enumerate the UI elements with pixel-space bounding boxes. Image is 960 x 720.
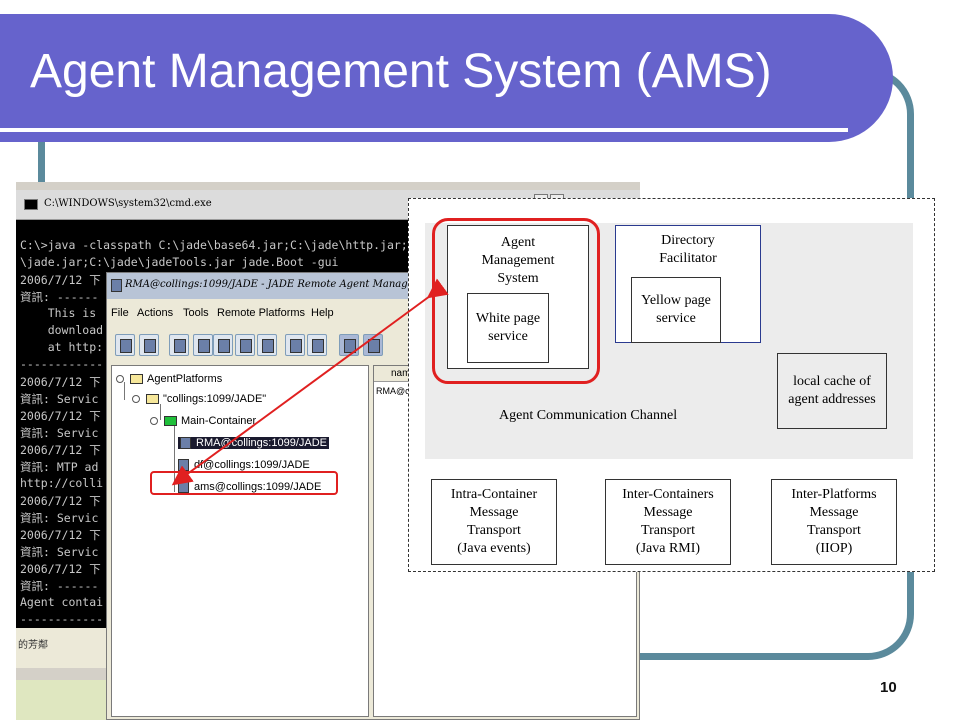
- df-label: Directory Facilitator: [659, 233, 717, 266]
- console-line: \jade.jar;C:\jade\jadeTools.jar jade.Boo…: [20, 255, 339, 269]
- menu-remote-platforms[interactable]: Remote Platforms: [217, 307, 306, 319]
- console-line: download: [20, 323, 104, 337]
- tree-label: RMA@collings:1099/JADE: [196, 437, 327, 449]
- menu-file[interactable]: File: [111, 307, 129, 319]
- console-line: This is: [20, 306, 97, 320]
- log-manager-icon[interactable]: [363, 334, 383, 356]
- intra-container-box: Intra-Container Message Transport (Java …: [431, 479, 557, 565]
- jade-icon: [111, 279, 122, 292]
- tree-toggle-icon[interactable]: [150, 417, 158, 426]
- inter-platforms-label: Inter-Platforms Message Transport (IIOP): [791, 487, 877, 556]
- slide-title: Agent Management System (AMS): [30, 45, 772, 98]
- inter-platforms-box: Inter-Platforms Message Transport (IIOP): [771, 479, 897, 565]
- ams-highlight: [432, 218, 600, 384]
- kill-agent-icon[interactable]: [139, 334, 159, 356]
- send-message-icon[interactable]: [257, 334, 277, 356]
- tree-toggle-icon[interactable]: [132, 395, 140, 404]
- console-line: 資訊: ------: [20, 290, 99, 304]
- console-line: C:\>java -classpath C:\jade\base64.jar;C…: [20, 238, 429, 252]
- console-line: 資訊: Servic: [20, 426, 99, 440]
- menu-actions[interactable]: Actions: [137, 307, 174, 319]
- inter-containers-box: Inter-Containers Message Transport (Java…: [605, 479, 731, 565]
- folder-icon: [130, 374, 143, 385]
- tree-label: AgentPlatforms: [147, 373, 223, 385]
- console-line: ------------: [20, 357, 104, 371]
- console-line: 資訊: Servic: [20, 392, 99, 406]
- container-folder-icon: [164, 416, 177, 427]
- suspend-agent-icon[interactable]: [169, 334, 189, 356]
- acc-area: [425, 375, 765, 459]
- cmd-window-title: C:\WINDOWS\system32\cmd.exe: [44, 198, 212, 209]
- sniffer-icon[interactable]: [285, 334, 305, 356]
- agent-icon: [178, 459, 189, 472]
- tree-connector: [124, 382, 125, 400]
- resume-agent-icon[interactable]: [193, 334, 213, 356]
- tree-node-platform[interactable]: "collings:1099/JADE": [132, 390, 266, 408]
- tree-label: "collings:1099/JADE": [163, 393, 267, 405]
- console-line: 2006/7/12 下: [20, 494, 101, 508]
- agent-tree: AgentPlatforms "collings:1099/JADE" Main…: [111, 365, 369, 717]
- title-rule: [0, 128, 848, 132]
- acc-label: Agent Communication Channel: [499, 408, 678, 423]
- tree-node-agentplatforms[interactable]: AgentPlatforms: [116, 370, 222, 388]
- yellow-page-label: Yellow page service: [641, 293, 711, 326]
- ams-label: Agent Management System: [481, 235, 555, 286]
- white-page-box: White page service: [467, 293, 549, 363]
- console-line: 2006/7/12 下: [20, 409, 101, 423]
- introspector-icon[interactable]: [307, 334, 327, 356]
- console-line: at http:: [20, 340, 104, 354]
- inter-containers-label: Inter-Containers Message Transport (Java…: [622, 487, 714, 556]
- console-line: 2006/7/12 下: [20, 443, 101, 457]
- agent-icon: [180, 437, 191, 450]
- tree-label: df@collings:1099/JADE: [194, 459, 310, 471]
- local-cache-box: local cache of agent addresses: [777, 353, 887, 429]
- intra-container-label: Intra-Container Message Transport (Java …: [450, 487, 538, 556]
- clone-agent-icon[interactable]: [235, 334, 255, 356]
- ams-agent-highlight: [150, 471, 338, 495]
- console-line: Agent contai: [20, 595, 104, 609]
- tree-node-rma-agent[interactable]: RMA@collings:1099/JADE: [178, 434, 329, 452]
- console-icon: [24, 199, 38, 210]
- console-line: 資訊: Servic: [20, 511, 99, 525]
- local-cache-label: local cache of agent addresses: [788, 374, 876, 407]
- taskbar-label: 的芳鄰: [18, 640, 48, 651]
- console-line: 2006/7/12 下: [20, 528, 101, 542]
- migrate-agent-icon[interactable]: [213, 334, 233, 356]
- white-page-label: White page service: [475, 311, 541, 344]
- console-line: 2006/7/12 下: [20, 273, 101, 287]
- console-line: 資訊: MTP ad: [20, 460, 99, 474]
- tree-toggle-icon[interactable]: [116, 375, 124, 384]
- console-line: http://colli: [20, 476, 104, 490]
- rma-window-title: RMA@collings:1099/JADE - JADE Remote Age…: [125, 279, 440, 290]
- dummy-agent-icon[interactable]: [339, 334, 359, 356]
- tree-label: Main-Container: [181, 415, 257, 427]
- page-number: 10: [880, 679, 897, 696]
- tree-connector: [160, 404, 161, 420]
- yellow-page-box: Yellow page service: [631, 277, 721, 343]
- console-line: 2006/7/12 下: [20, 375, 101, 389]
- folder-icon: [146, 394, 159, 405]
- console-line: 資訊: ------: [20, 579, 99, 593]
- new-agent-icon[interactable]: [115, 334, 135, 356]
- console-line: ------------: [20, 612, 104, 626]
- tree-node-main-container[interactable]: Main-Container: [150, 412, 256, 430]
- title-band: [0, 14, 893, 142]
- menu-help[interactable]: Help: [311, 307, 334, 319]
- menu-tools[interactable]: Tools: [183, 307, 209, 319]
- console-line: 2006/7/12 下: [20, 562, 101, 576]
- console-line: 資訊: Servic: [20, 545, 99, 559]
